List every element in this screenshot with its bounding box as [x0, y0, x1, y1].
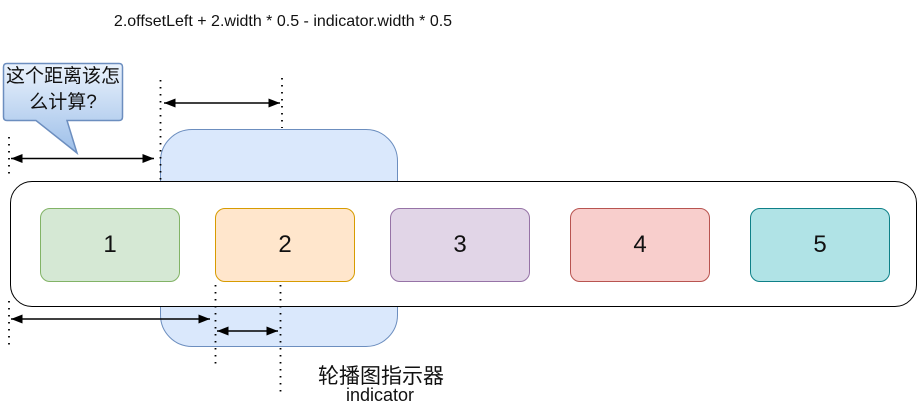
- indicator-label-zh: 轮播图指示器: [318, 365, 444, 388]
- carousel-item-3: 3: [390, 208, 530, 282]
- carousel-item-2: 2: [215, 208, 355, 282]
- carousel-item-4: 4: [570, 208, 710, 282]
- formula-text: 2.offsetLeft + 2.width * 0.5 - indicator…: [113, 13, 453, 30]
- callout-question: 这个距离该怎 么计算?: [3, 62, 123, 116]
- carousel-item-5: 5: [750, 208, 890, 282]
- indicator-label-en: indicator: [345, 385, 415, 405]
- carousel-item-1: 1: [40, 208, 180, 282]
- callout-question-line2: 么计算?: [29, 92, 97, 113]
- callout-question-line1: 这个距离该怎: [5, 66, 120, 87]
